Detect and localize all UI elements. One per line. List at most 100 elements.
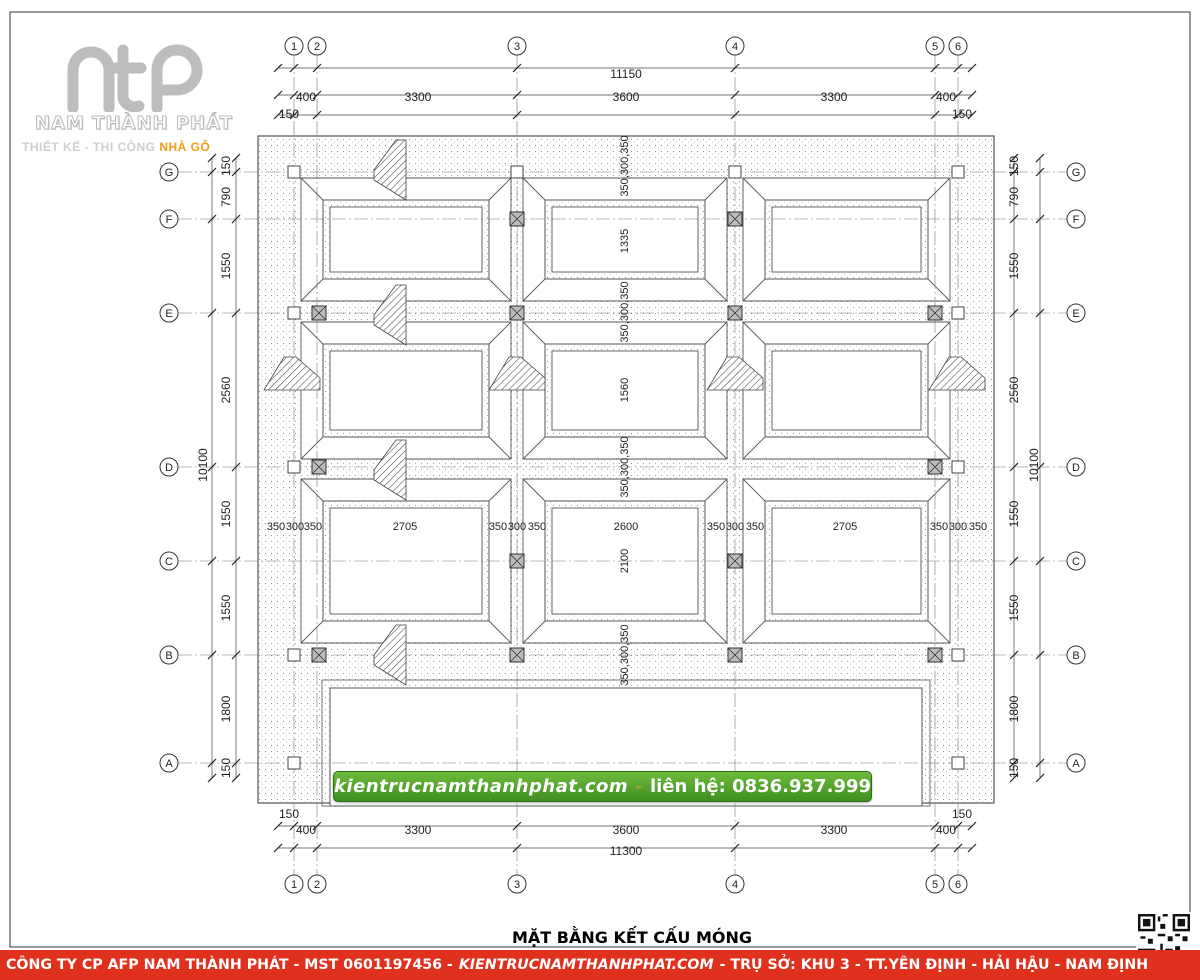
grid-bubbles-top: 1 2 3 4 5 6 (284, 36, 968, 56)
svg-text:B: B (1072, 650, 1079, 662)
svg-text:350: 350 (969, 521, 987, 533)
column-pad (951, 756, 965, 770)
svg-text:300: 300 (726, 521, 744, 533)
column-pad (287, 306, 301, 320)
ntp-logo-icon (636, 785, 642, 789)
svg-text:D: D (1072, 462, 1080, 474)
svg-text:G: G (165, 167, 174, 179)
dimensions-top: 11150 400 3300 3600 3300 400 150 150 (279, 67, 972, 121)
svg-text:D: D (165, 462, 173, 474)
banner-website[interactable]: kientrucnamthanhphat.com (334, 776, 629, 797)
svg-text:G: G (1072, 167, 1081, 179)
svg-text:350,300,350: 350,300,350 (619, 436, 631, 497)
svg-text:3300: 3300 (405, 90, 432, 104)
dimensions-left: 150 790 1550 2560 1550 1550 1800 150 101… (196, 156, 233, 778)
section-hatch (706, 356, 764, 391)
section-hatch (373, 139, 407, 201)
section-hatch (373, 624, 407, 686)
drawing-title: MẶT BẰNG KẾT CẤU MÓNG (512, 928, 753, 947)
svg-text:3300: 3300 (405, 823, 432, 837)
svg-text:C: C (165, 556, 173, 568)
svg-text:1335: 1335 (619, 229, 631, 253)
svg-text:150: 150 (1007, 156, 1021, 176)
svg-text:1550: 1550 (219, 594, 233, 621)
svg-text:400: 400 (936, 90, 956, 104)
svg-text:3600: 3600 (613, 823, 640, 837)
svg-text:150: 150 (219, 758, 233, 778)
svg-text:400: 400 (296, 823, 316, 837)
svg-text:1550: 1550 (1007, 252, 1021, 279)
column-pad (728, 165, 742, 179)
svg-text:350: 350 (707, 521, 725, 533)
svg-text:10100: 10100 (196, 448, 210, 482)
svg-text:2600: 2600 (614, 521, 638, 533)
footer-address: - TRỤ SỞ: KHU 3 - TT.YÊN ĐỊNH - HẢI HẬU … (719, 957, 1149, 973)
svg-text:3600: 3600 (613, 90, 640, 104)
svg-text:4: 4 (732, 41, 738, 53)
svg-text:C: C (1072, 556, 1080, 568)
svg-text:3300: 3300 (821, 90, 848, 104)
svg-text:10100: 10100 (1027, 448, 1041, 482)
footer-website[interactable]: KIENTRUCNAMTHANHPHAT.COM (458, 957, 714, 973)
svg-text:350,300,350: 350,300,350 (619, 281, 631, 342)
svg-text:350: 350 (489, 521, 507, 533)
svg-text:350: 350 (930, 521, 948, 533)
ntp-logo-icon (67, 44, 203, 112)
svg-text:300: 300 (286, 521, 304, 533)
svg-text:350,300,350: 350,300,350 (619, 135, 631, 196)
svg-text:1800: 1800 (219, 695, 233, 722)
column-pad (287, 756, 301, 770)
brand-tagline: THIẾT KẾ - THI CÔNG NHÀ GỖ (22, 140, 211, 154)
svg-text:300: 300 (508, 521, 526, 533)
column-pad (951, 165, 965, 179)
svg-text:350,300,350: 350,300,350 (619, 624, 631, 685)
svg-text:3300: 3300 (821, 823, 848, 837)
svg-text:5: 5 (932, 879, 938, 891)
svg-text:E: E (1072, 308, 1079, 320)
column-pad (510, 165, 524, 179)
svg-text:350: 350 (746, 521, 764, 533)
svg-text:1550: 1550 (1007, 594, 1021, 621)
svg-text:1800: 1800 (1007, 695, 1021, 722)
svg-text:350: 350 (267, 521, 285, 533)
section-hatch (373, 284, 407, 346)
svg-text:1: 1 (291, 879, 297, 891)
row-c-dimensions: 350 300 350 2705 350 300 350 2600 350 30… (267, 521, 987, 533)
svg-text:150: 150 (952, 807, 972, 821)
footer-bar: CÔNG TY CP AFP NAM THÀNH PHÁT - MST 0601… (0, 950, 1200, 980)
sheet-border (9, 11, 1191, 948)
section-hatch (263, 356, 321, 391)
svg-text:790: 790 (1007, 187, 1021, 207)
dimensions-right: 150 790 1550 2560 1550 1550 1800 150 101… (1007, 156, 1041, 778)
svg-text:2705: 2705 (393, 521, 417, 533)
svg-text:1550: 1550 (219, 500, 233, 527)
svg-text:150: 150 (279, 107, 299, 121)
svg-text:6: 6 (955, 879, 961, 891)
column-pad (951, 648, 965, 662)
brand-name: NAM THÀNH PHÁT (35, 113, 233, 135)
grid-bubbles-bottom: 1 2 3 4 5 6 (284, 874, 968, 894)
svg-text:5: 5 (932, 41, 938, 53)
grid-bubbles-left: G F E D C B A (159, 162, 179, 773)
svg-text:2: 2 (314, 41, 320, 53)
svg-text:3: 3 (514, 41, 520, 53)
svg-text:1560: 1560 (619, 378, 631, 402)
footer-company: CÔNG TY CP AFP NAM THÀNH PHÁT - MST 0601… (6, 957, 453, 973)
svg-text:150: 150 (952, 107, 972, 121)
svg-text:3: 3 (514, 879, 520, 891)
section-hatch (373, 439, 407, 501)
svg-text:A: A (1072, 758, 1080, 770)
svg-text:A: A (165, 758, 173, 770)
website-banner[interactable]: kientrucnamthanhphat.com liên hệ: 0836.9… (333, 771, 872, 802)
svg-text:1550: 1550 (1007, 500, 1021, 527)
svg-text:2: 2 (314, 879, 320, 891)
beam-width-labels: 350,300,350 350,300,350 350,300,350 350,… (619, 135, 631, 685)
column-pad (951, 306, 965, 320)
grid-bubbles-right: G F E D C B A (1066, 162, 1086, 773)
column-pad (951, 460, 965, 474)
column-pad (287, 648, 301, 662)
svg-text:400: 400 (936, 823, 956, 837)
svg-text:2560: 2560 (1007, 376, 1021, 403)
svg-text:300: 300 (949, 521, 967, 533)
